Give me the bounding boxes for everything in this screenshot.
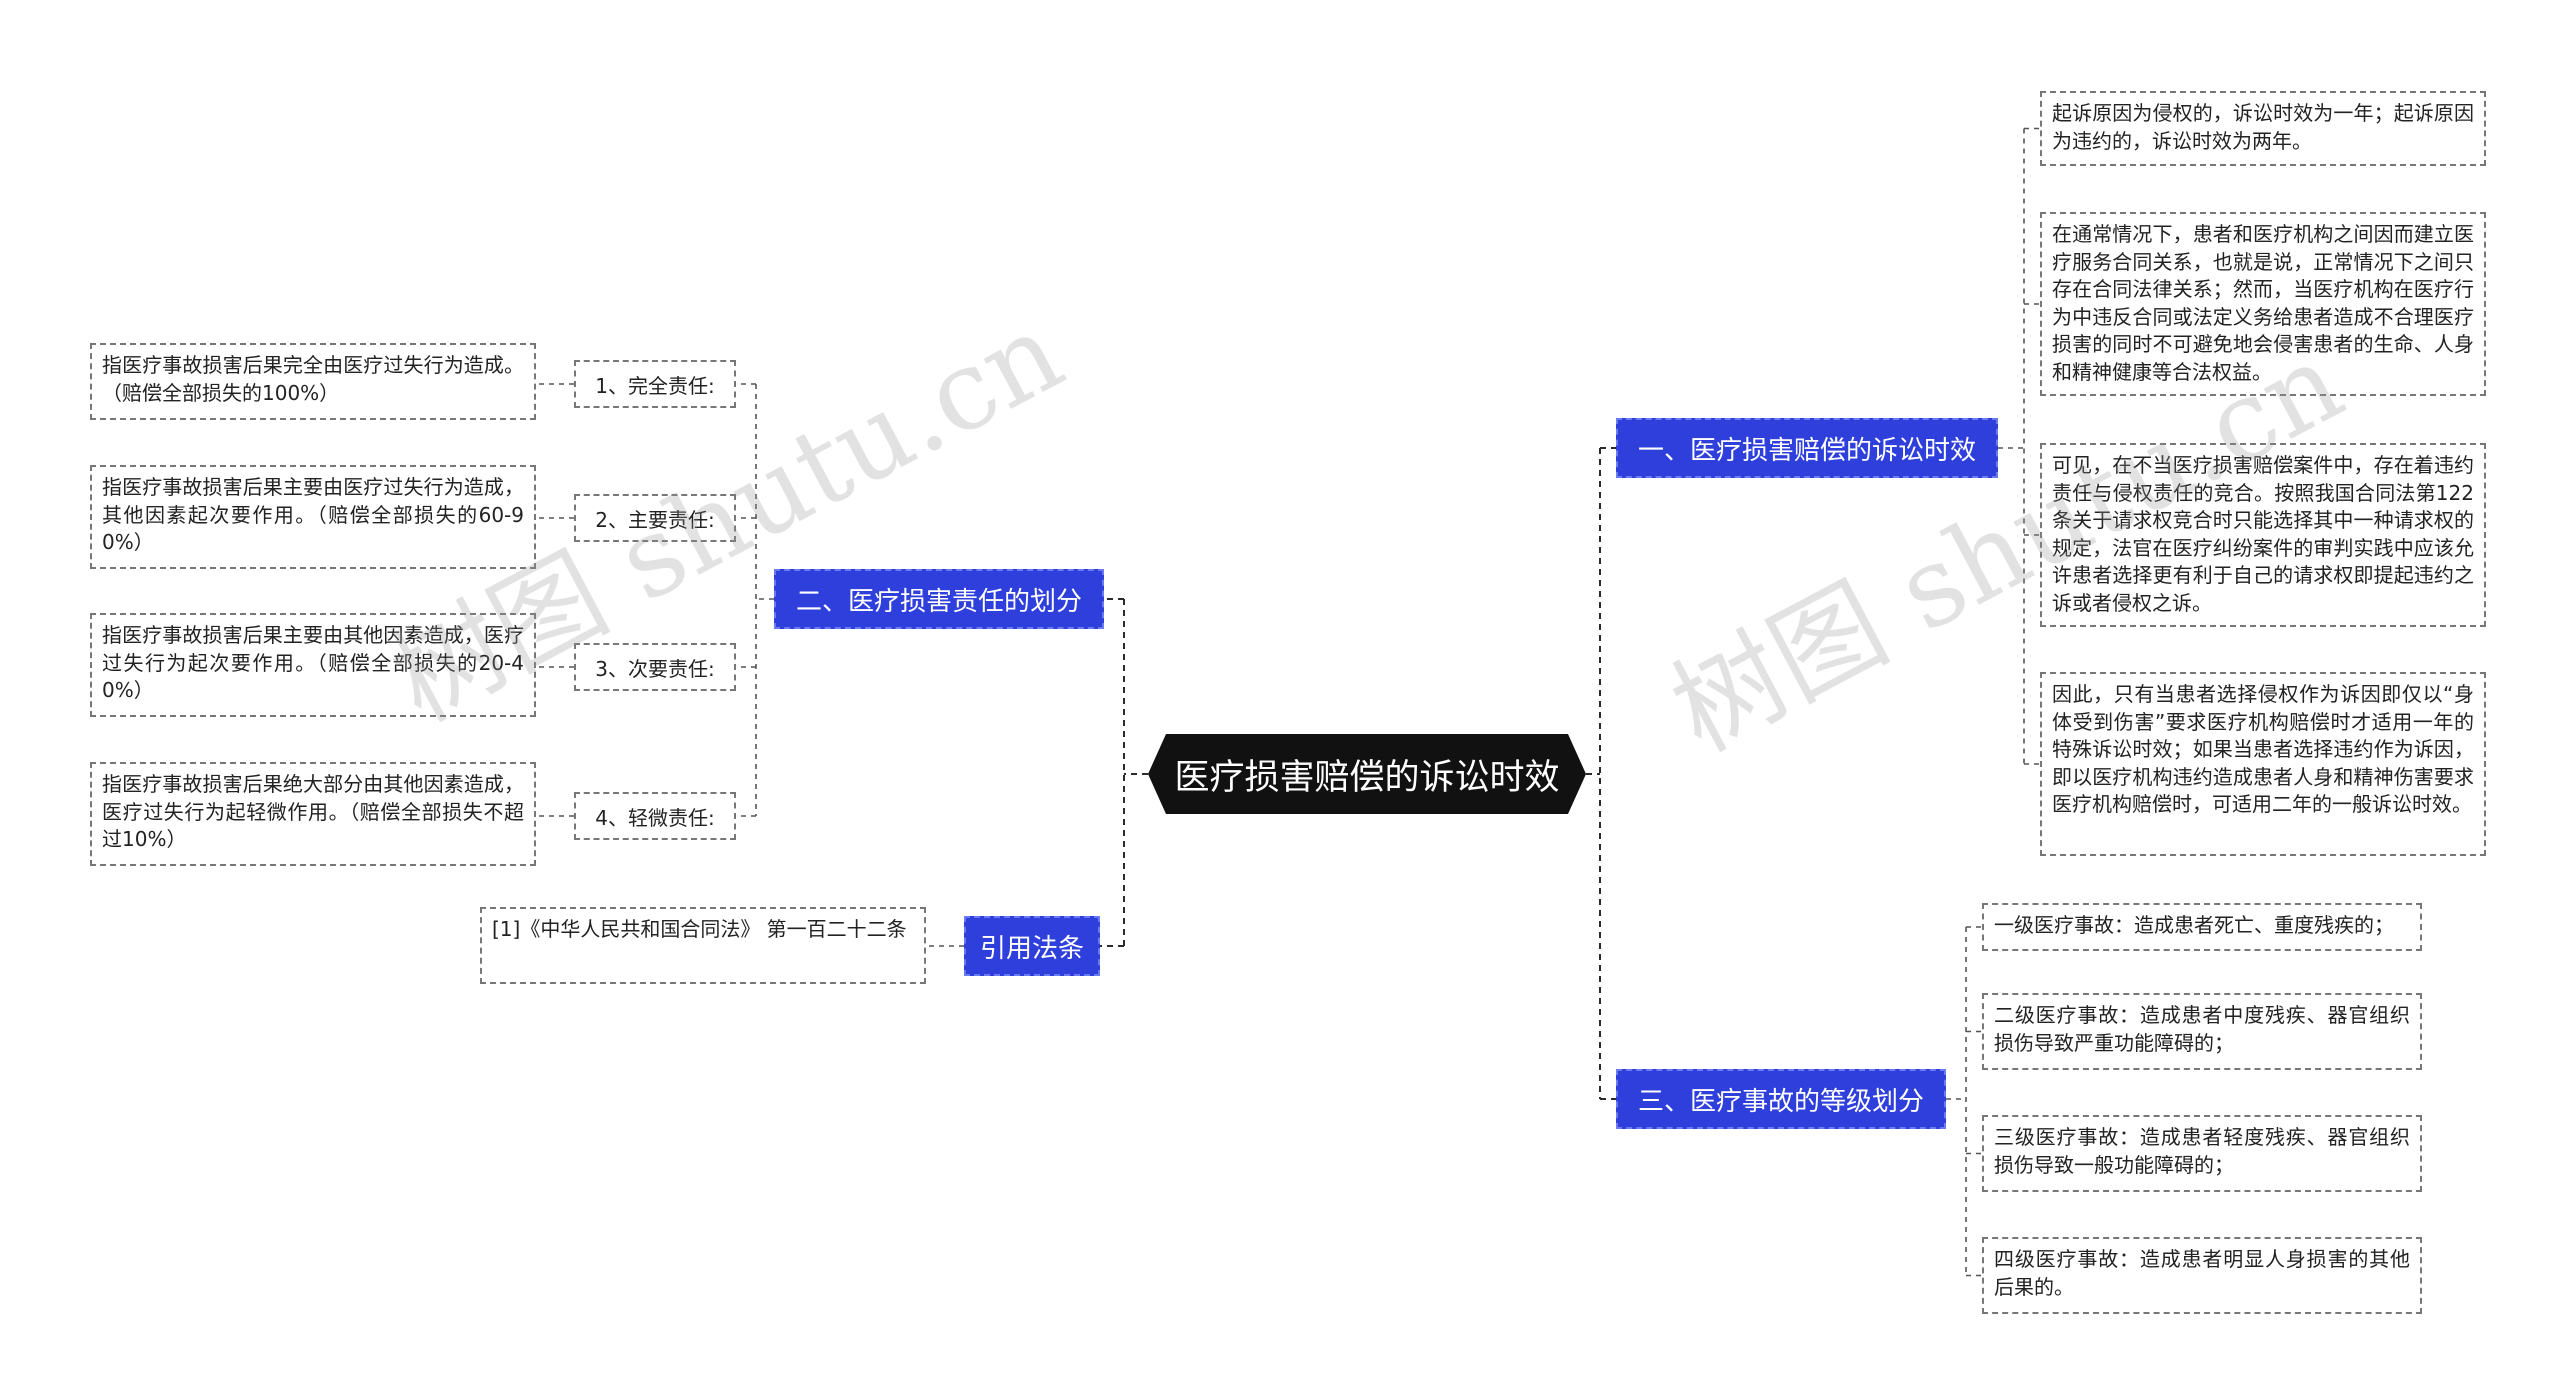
leaf-node[interactable]: 起诉原因为侵权的，诉讼时效为一年；起诉原因为违约的，诉讼时效为两年。 [2040,91,2486,166]
leaf-node[interactable]: 一级医疗事故：造成患者死亡、重度残疾的； [1982,903,2422,951]
branch-litigation-period[interactable]: 一、医疗损害赔偿的诉讼时效 [1616,418,1998,478]
leaf-node[interactable]: 四级医疗事故：造成患者明显人身损害的其他后果的。 [1982,1237,2422,1314]
branch-liability-division[interactable]: 二、医疗损害责任的划分 [774,569,1104,629]
branch-label: 三、医疗事故的等级划分 [1637,1086,1924,1117]
leaf-node[interactable]: 二级医疗事故：造成患者中度残疾、器官组织损伤导致严重功能障碍的； [1982,993,2422,1070]
citation-leaf[interactable]: [1]《中华人民共和国合同法》 第一百二十二条 [480,907,926,984]
liability-label[interactable]: 4、轻微责任: [574,792,736,840]
liability-detail[interactable]: 指医疗事故损害后果绝大部分由其他因素造成，医疗过失行为起轻微作用。（赔偿全部损失… [90,762,536,866]
leaf-node[interactable]: 在通常情况下，患者和医疗机构之间因而建立医疗服务合同关系，也就是说，正常情况下之… [2040,212,2486,396]
root-node[interactable]: 医疗损害赔偿的诉讼时效 [1148,734,1586,814]
liability-label[interactable]: 3、次要责任: [574,643,736,691]
branch-label: 一、医疗损害赔偿的诉讼时效 [1637,435,1976,466]
liability-label[interactable]: 2、主要责任: [574,494,736,542]
liability-label-text: 4、轻微责任: [595,805,715,830]
leaf-node[interactable]: 三级医疗事故：造成患者轻度残疾、器官组织损伤导致一般功能障碍的； [1982,1115,2422,1192]
liability-label-text: 2、主要责任: [595,507,715,532]
liability-label[interactable]: 1、完全责任: [574,360,736,408]
liability-label-text: 3、次要责任: [595,656,715,681]
leaf-node[interactable]: 可见，在不当医疗损害赔偿案件中，存在着违约责任与侵权责任的竞合。按照我国合同法第… [2040,443,2486,627]
liability-detail[interactable]: 指医疗事故损害后果完全由医疗过失行为造成。（赔偿全部损失的100%） [90,343,536,420]
liability-detail[interactable]: 指医疗事故损害后果主要由医疗过失行为造成，其他因素起次要作用。（赔偿全部损失的6… [90,465,536,569]
root-label: 医疗损害赔偿的诉讼时效 [1174,757,1560,798]
branch-label: 引用法条 [979,933,1084,964]
leaf-node[interactable]: 因此，只有当患者选择侵权作为诉因即仅以“身体受到伤害”要求医疗机构赔偿时才适用一… [2040,672,2486,856]
liability-label-text: 1、完全责任: [595,373,715,398]
liability-detail[interactable]: 指医疗事故损害后果主要由其他因素造成，医疗过失行为起次要作用。（赔偿全部损失的2… [90,613,536,717]
branch-accident-grades[interactable]: 三、医疗事故的等级划分 [1616,1069,1946,1129]
branch-label: 二、医疗损害责任的划分 [795,586,1082,617]
branch-cited-law[interactable]: 引用法条 [964,916,1100,976]
